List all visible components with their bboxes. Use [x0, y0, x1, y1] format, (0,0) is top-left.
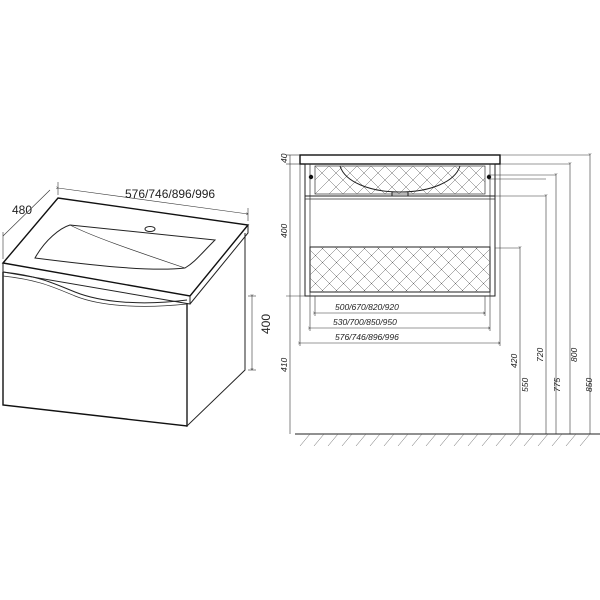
drawer-hatch-region: [309, 246, 491, 293]
front-view: 40 400 410 500/670/820/920 530/700/850/9…: [279, 153, 600, 447]
width-label-1: 500/670/820/920: [335, 302, 399, 312]
countertop-side-edge: [189, 225, 249, 305]
cabinet-front: [2, 272, 188, 427]
right-mount-point: [486, 174, 492, 180]
right-height-420: 420: [509, 354, 519, 368]
basin-hatch-region: [314, 165, 486, 197]
right-height-850: 850: [584, 378, 594, 392]
right-height-775: 775: [552, 378, 562, 392]
front-countertop: [299, 154, 501, 165]
isometric-view: 480 576/746/896/996 400: [1, 182, 273, 428]
basin-inner-curve: [69, 224, 186, 269]
iso-width-label: 576/746/896/996: [125, 187, 215, 201]
countertop-front-edge: [2, 263, 191, 305]
right-height-550: 550: [520, 378, 530, 392]
left-mount-point: [308, 174, 314, 180]
drawer-wave: [2, 271, 188, 304]
width-label-3: 576/746/896/996: [335, 332, 399, 342]
drawer-wave-shadow: [2, 275, 188, 307]
right-height-800: 800: [569, 348, 579, 362]
front-cabinet: [304, 163, 496, 297]
floor-hatch: [299, 433, 591, 447]
faucet-hole: [144, 226, 156, 232]
front-top-thickness-label: 40: [279, 153, 289, 163]
right-height-720: 720: [535, 348, 545, 362]
iso-height-label: 400: [259, 314, 273, 334]
front-drawer-height-label: 400: [279, 224, 289, 238]
basin-bowl: [34, 224, 217, 270]
width-label-2: 530/700/850/950: [333, 317, 397, 327]
cabinet-side: [186, 233, 246, 428]
front-mount-height-label: 410: [279, 358, 289, 372]
iso-depth-label: 480: [12, 203, 32, 217]
